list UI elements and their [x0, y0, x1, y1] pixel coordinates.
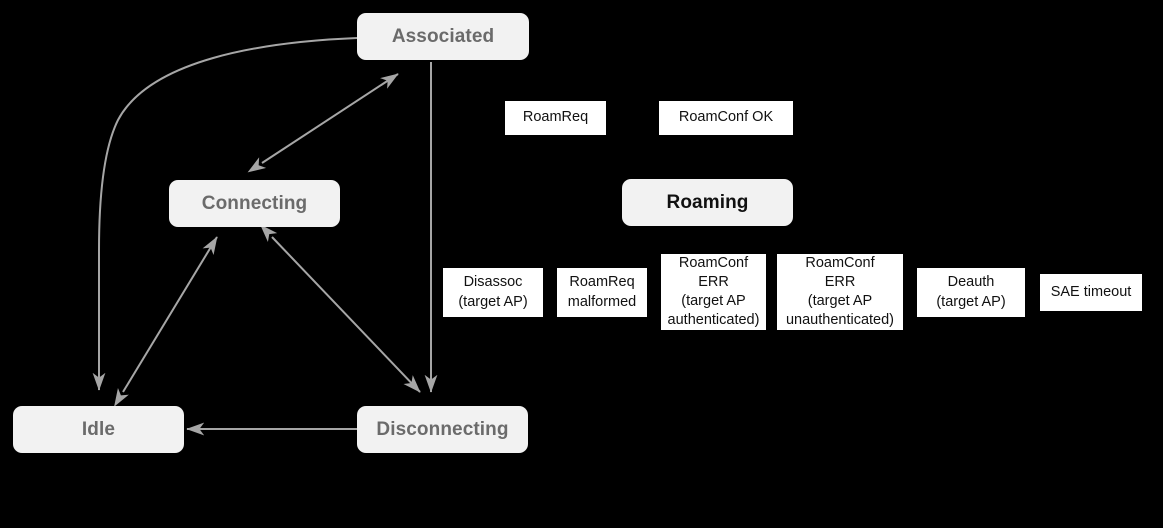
event-label-deauth: Deauth (target AP): [936, 274, 1006, 310]
state-label-roaming: Roaming: [666, 191, 749, 213]
event-box-roamreq-malformed[interactable]: RoamReq malformed: [557, 268, 647, 317]
event-box-sae-timeout[interactable]: SAE timeout: [1040, 274, 1142, 311]
state-node-roaming[interactable]: Roaming: [622, 179, 793, 226]
event-label-roamconf-ok: RoamConf OK: [678, 109, 774, 126]
event-box-roamreq[interactable]: RoamReq: [505, 101, 606, 135]
state-label-disconnecting: Disconnecting: [376, 418, 509, 440]
event-label-roamconf-err-unauthenticated: RoamConf ERR (target AP unauthenticated): [785, 254, 895, 329]
event-box-roamconf-err-unauthenticated[interactable]: RoamConf ERR (target AP unauthenticated): [777, 254, 903, 330]
event-box-roamconf-ok[interactable]: RoamConf OK: [659, 101, 793, 135]
event-box-disassoc[interactable]: Disassoc (target AP): [443, 268, 543, 317]
event-label-roamreq-malformed: RoamReq malformed: [567, 274, 637, 310]
state-node-idle[interactable]: Idle: [13, 406, 184, 453]
state-node-associated[interactable]: Associated: [357, 13, 529, 60]
event-label-roamreq: RoamReq: [522, 109, 589, 126]
edge-connecting-disconnecting: [260, 224, 421, 393]
state-node-disconnecting[interactable]: Disconnecting: [357, 406, 528, 453]
state-label-idle: Idle: [81, 418, 116, 440]
edge-connecting-idle: [114, 236, 218, 407]
event-label-roamconf-err-authenticated: RoamConf ERR (target AP authenticated): [667, 254, 760, 329]
state-node-connecting[interactable]: Connecting: [169, 180, 340, 227]
state-label-associated: Associated: [391, 25, 495, 47]
event-label-disassoc: Disassoc (target AP): [458, 274, 528, 310]
state-label-connecting: Connecting: [201, 192, 308, 214]
event-box-deauth[interactable]: Deauth (target AP): [917, 268, 1025, 317]
edge-connecting-associated: [247, 73, 399, 173]
event-box-roamconf-err-authenticated[interactable]: RoamConf ERR (target AP authenticated): [661, 254, 766, 330]
event-label-sae-timeout: SAE timeout: [1050, 283, 1132, 300]
